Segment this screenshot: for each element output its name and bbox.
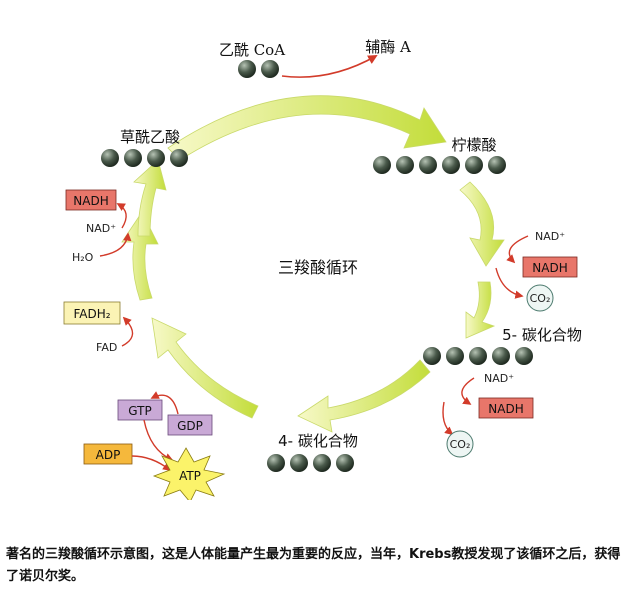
bead [442,156,460,174]
bead [336,454,354,472]
bead [101,149,119,167]
co2-text-right-lower: CO₂ [450,438,471,451]
bead [396,156,414,174]
label-acetyl-coa: 乙酰 CoA [219,41,285,59]
gtp-text: GTP [128,404,151,418]
center-title: 三羧酸循环 [278,258,358,277]
arrow-top [167,95,447,161]
arrow-co2-right-upper [495,267,524,299]
arrow-nadh-right-upper [506,235,529,264]
bead-chain-acetyl-coa [238,60,279,78]
bead [492,347,510,365]
krebs-cycle-diagram: 三羧酸循环 乙酰 CoA 辅酶 A 柠檬酸 NAD⁺ NADH CO₂ 5- 碳… [63,38,582,500]
atp-burst [152,447,226,500]
bead [290,454,308,472]
bead [170,149,188,167]
adp-box [83,443,133,465]
bead [147,149,165,167]
bead [423,347,441,365]
arrow-h2o [99,232,132,257]
arrow-right-upper [459,181,505,267]
caption: 著名的三羧酸循环示意图，这是人体能量产生最为重要的反应，当年，Krebs教授发现… [6,547,621,584]
gdp-text: GDP [177,419,203,433]
arrow-bottom [297,359,431,433]
bead [373,156,391,174]
label-nad-plus-right-upper: NAD⁺ [535,230,565,243]
co2-text-right-upper: CO₂ [530,292,551,305]
arrow-lower-left [151,317,259,419]
arrow-nadh-left [116,203,127,229]
bead [238,60,256,78]
label-oxaloacetate: 草酰乙酸 [120,128,180,146]
bead [419,156,437,174]
arrow-co2-right-lower [442,401,454,436]
bead-chain-c5 [423,347,533,365]
bead [465,156,483,174]
bead [488,156,506,174]
label-nad-plus-right-lower: NAD⁺ [484,372,514,385]
label-c5-compound: 5- 碳化合物 [502,326,582,344]
nadh-text-right-lower: NADH [488,402,523,416]
bead [313,454,331,472]
gdp-box [167,414,213,436]
nadh-box-right-upper [522,256,578,278]
bead [446,347,464,365]
co2-circle-right-lower [446,430,474,458]
co2-circle-right-upper [526,284,554,312]
bead [124,149,142,167]
label-coenzyme-a: 辅酶 A [365,38,411,56]
arrow-gdp-gtp [150,391,179,415]
atp-text: ATP [179,469,201,483]
arrow-coenzyme-a [281,55,378,78]
arrow-adp-atp [131,455,172,472]
label-h2o: H₂O [72,251,94,264]
bead [267,454,285,472]
arrow-right-mid [465,281,496,339]
bead [261,60,279,78]
label-fad: FAD [96,341,117,354]
fadh2-box [63,301,121,325]
nadh-box-right-lower [478,397,534,419]
nadh-text-left: NADH [73,194,108,208]
fadh2-text: FADH₂ [73,307,110,321]
bead-chain-citrate [373,156,506,174]
nadh-box-left [65,189,117,211]
arrow-nadh-right-lower [461,377,475,405]
nadh-text-right-upper: NADH [532,261,567,275]
bead-chain-c4 [267,454,354,472]
bead-chain-oxaloacetate [101,149,188,167]
adp-text: ADP [96,448,121,462]
label-citrate: 柠檬酸 [451,136,496,154]
label-nad-plus-left: NAD⁺ [86,222,116,235]
arrow-left-upper [133,159,167,237]
arrow-fadh2 [121,316,134,347]
bead [515,347,533,365]
gtp-box [117,399,163,421]
label-c4-compound: 4- 碳化合物 [278,432,358,450]
cycle-arrows [121,95,505,433]
bead [469,347,487,365]
